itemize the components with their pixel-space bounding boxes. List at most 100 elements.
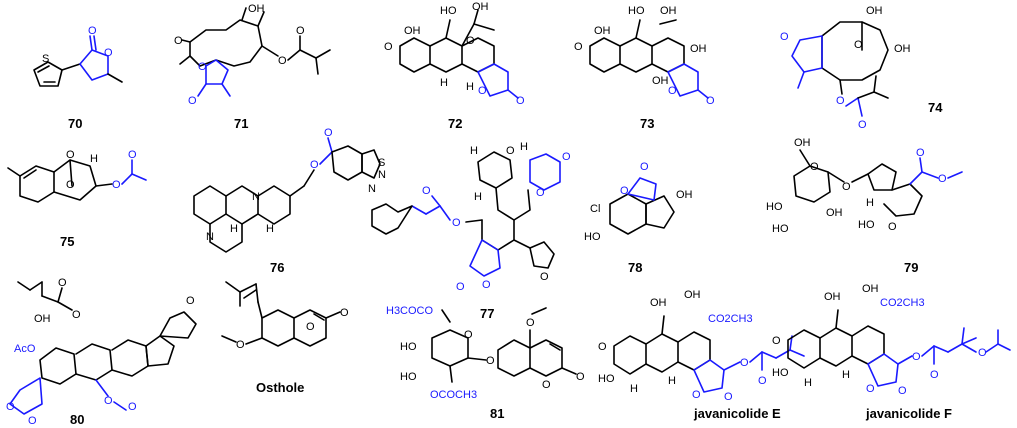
structure-74: O OH OH O O O 74 [780,5,943,131]
atom-s-76: S [378,157,385,169]
atom-o-carbonyl-76: O [324,127,333,139]
atom-o-lactone-jave: O [692,389,701,401]
compound-label-osthole: Osthole [256,380,304,395]
atom-o-ring: O [104,47,113,59]
atom-o-ester-77: O [452,217,461,229]
structure-80: O OH O O AcO O O O O 80 [6,277,197,427]
atom-n-76c: N [368,183,376,195]
compound-label-81: 81 [490,406,504,421]
atom-o-lactone-72: O [478,85,487,97]
atom-oh-72b: OH [472,1,489,13]
atom-o-furan-77: O [540,271,549,283]
atom-h-javf-a: H [804,377,812,389]
atom-ho-78: HO [584,231,601,243]
atom-o-77b: O [536,187,545,199]
atom-o-carbonyl-79: O [916,147,925,159]
atom-o-72: O [384,41,393,53]
atom-o-ester-76: O [310,159,319,171]
atom-o-ring-80: O [28,415,37,427]
structure-77: O O O H H H O O O O O 77 [371,141,571,321]
atom-o-furan-80: O [186,295,195,307]
compound-label-77: 77 [480,306,494,321]
atom-ho-javf: HO [772,367,789,379]
compound-label-70: 70 [68,116,82,131]
compound-label-76: 76 [270,260,284,275]
atom-o-carbonyl-jave: O [724,391,733,403]
atom-o-lactone-80: O [6,401,15,413]
atom-ho-79e: HO [858,219,875,231]
atom-n-76a: N [252,191,260,203]
atom-o-ester-javf-b: O [978,347,987,359]
structure-78: O O OH Cl HO 78 [584,161,693,275]
atom-o-75b: O [66,179,75,191]
atom-o-carbonyl-javf-b: O [930,369,939,381]
atom-co2ch3-jave: CO2CH3 [708,313,753,325]
atom-o-carbonyl-78: O [640,161,649,173]
structure-73: HO OH OH O OH OH O O 73 [574,5,715,131]
atom-o-glyco-79: O [842,181,851,193]
structure-osthole: O O O Osthole [221,281,349,395]
atom-o-javf: O [772,335,781,347]
atom-h3coco-81: H3COCO [386,305,434,317]
atom-h-jave-b: H [668,375,676,387]
structure-79: O OH HO HO OH O O H HO O O 79 [766,137,963,275]
structure-72: HO OH OH O O O O H H 72 [384,1,525,131]
atom-h-77b: H [520,141,528,153]
atom-ho-73a: HO [628,5,645,17]
structure-81: H3COCO O HO HO OCOCH3 O O O O 81 [386,305,585,421]
compound-label-72: 72 [448,116,462,131]
atom-h-jave-a: H [630,383,638,395]
atom-oh-73e: OH [652,75,669,87]
atom-oh-javf-b: OH [862,283,879,295]
atom-o-ester-74: O [836,95,845,107]
atom-ho-79c: HO [772,223,789,235]
atom-oh-73b: OH [660,5,677,17]
atom-o-ring-osthole: O [306,321,315,333]
atom-o-lactone-73: O [668,85,677,97]
atom-o-carbonyl-75: O [128,149,137,161]
atom-h-77a: H [470,145,478,157]
atom-o-carbonyl-javf: O [898,385,907,397]
atom-oh-74a: OH [866,5,883,17]
atom-o-carbonyl: O [88,25,97,37]
atom-h-72: H [440,77,448,89]
atom-o-methoxy-osthole: O [236,339,245,351]
atom-oh-73d: OH [690,43,707,55]
atom-o-carbonyl-77c: O [456,281,465,293]
atom-o-lactone-javf: O [866,383,875,395]
atom-h-75: H [90,153,98,165]
atom-o-carbonyl-81: O [576,371,585,383]
atom-o-jave: O [598,341,607,353]
atom-h-76a: H [230,223,238,235]
atom-o-lactone-77: O [482,279,491,291]
atom-o-ester-co: O [296,25,305,37]
compound-label-80: 80 [70,412,84,427]
atom-o-lactone-78: O [620,185,629,197]
atom-o-ketone: O [174,35,183,47]
atom-o-ester-80b: O [104,395,113,407]
compound-label-73: 73 [640,116,654,131]
atom-o-carbonyl-osthole: O [340,307,349,319]
atom-o-ester-javf: O [912,351,921,363]
atom-oh-73c: OH [594,25,611,37]
atom-o-carbonyl-73: O [706,95,715,107]
atom-aco-80: AcO [14,343,36,355]
atom-ococh3-81: OCOCH3 [430,389,477,401]
atom-o-methoxy-81: O [526,317,535,329]
atom-o-ester-79: O [938,173,947,185]
atom-ho-jave: HO [598,373,615,385]
atom-o-ring-81: O [464,329,473,341]
atom-o-carbonyl-71: O [188,95,197,107]
compound-label-75: 75 [60,234,74,249]
atom-s: S [42,53,49,65]
atom-ho-81b: HO [400,371,417,383]
compound-label-74: 74 [928,100,943,115]
atom-o-bridge-74: O [854,39,863,51]
atom-o-carbonyl-77b: O [422,185,431,197]
compound-label-79: 79 [904,260,918,275]
atom-o-lactone-81: O [542,379,551,391]
atom-oh-78: OH [676,189,693,201]
atom-oh-79d: OH [826,207,843,219]
atom-oh-80: OH [34,313,51,325]
